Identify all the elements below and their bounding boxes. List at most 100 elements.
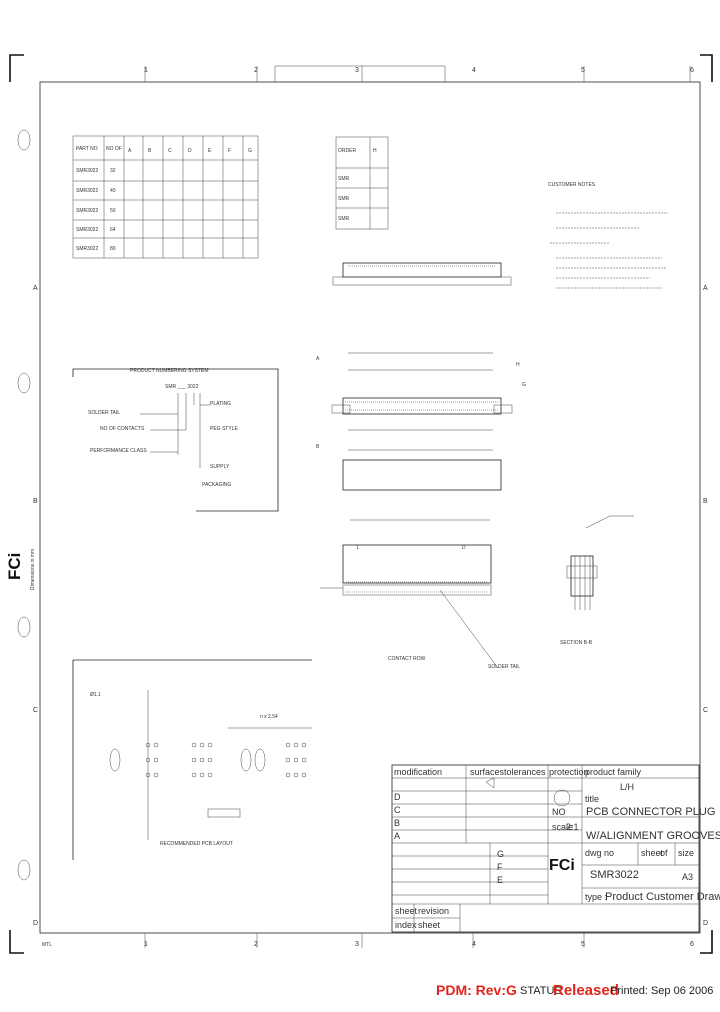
status-label: STATUS <box>520 985 562 997</box>
pin-table: ORDER H SMR SMR SMR <box>335 136 389 230</box>
tb-dwg-no-header: dwg no <box>585 848 614 858</box>
svg-text:64: 64 <box>110 227 116 233</box>
svg-text:SOLDER TAIL: SOLDER TAIL <box>88 410 120 416</box>
tb-title-line1: PCB CONNECTOR PLUG <box>586 806 715 818</box>
svg-text:SMR3022: SMR3022 <box>76 168 98 174</box>
zone-left-c: C <box>33 707 38 714</box>
svg-text:RECOMMENDED PCB LAYOUT: RECOMMENDED PCB LAYOUT <box>160 841 233 847</box>
svg-text:CUSTOMER NOTES: CUSTOMER NOTES <box>548 182 596 188</box>
svg-text:G: G <box>522 382 526 388</box>
frame-corner-marks <box>9 54 713 954</box>
svg-text:Dimensions in mm: Dimensions in mm <box>30 549 36 590</box>
svg-text:50: 50 <box>110 208 116 214</box>
zone-top-2: 2 <box>254 67 258 74</box>
svg-text:CONTACT ROW: CONTACT ROW <box>388 656 426 662</box>
svg-text:SMR: SMR <box>338 176 350 182</box>
pcb-layout: Ø1.1 n x 2.54 RECOMMENDED PCB LAYOUT <box>72 659 312 860</box>
svg-text:1: 1 <box>356 545 359 551</box>
zone-bottom-3: 3 <box>355 941 359 948</box>
zone-right-c: C <box>703 707 708 714</box>
tb-tolerances: tolerances <box>504 767 546 777</box>
title-block: modification surfaces tolerances protect… <box>391 764 720 933</box>
punch-hole-markers <box>17 129 31 881</box>
svg-text:E: E <box>208 148 212 154</box>
zone-ticks-bottom <box>144 933 585 948</box>
svg-text:D: D <box>394 792 401 802</box>
svg-text:SUPPLY: SUPPLY <box>210 464 230 470</box>
svg-text:G: G <box>248 148 252 154</box>
svg-text:SMR: SMR <box>338 216 350 222</box>
svg-text:SMR3022: SMR3022 <box>76 188 98 194</box>
numbering-system: PRODUCT NUMBERING SYSTEM SMR ___ 3022 SO… <box>72 368 279 512</box>
tb-index-label: index <box>395 920 417 930</box>
top-strip <box>274 65 446 83</box>
svg-text:SMR: SMR <box>338 196 350 202</box>
connector-front-view: 1 D CONTACT ROW SOLDER TAIL <box>320 519 520 670</box>
svg-text:A: A <box>128 148 132 154</box>
zone-left-d: D <box>33 920 38 927</box>
svg-text:C: C <box>394 805 401 815</box>
tb-no-label: NO <box>552 807 566 817</box>
status-value: Released <box>553 982 619 999</box>
zone-bottom-4: 4 <box>472 941 476 948</box>
svg-text:n x 2.54: n x 2.54 <box>260 714 278 720</box>
zone-right-a: A <box>703 285 708 292</box>
tb-dwg-no-value: SMR3022 <box>590 869 639 881</box>
svg-text:H: H <box>373 148 377 154</box>
zone-right-b: B <box>703 498 708 505</box>
zone-bottom-5: 5 <box>581 941 585 948</box>
svg-text:PRODUCT NUMBERING SYSTEM: PRODUCT NUMBERING SYSTEM <box>130 368 209 374</box>
zone-bottom-1: 1 <box>144 941 148 948</box>
zone-top-1: 1 <box>144 67 148 74</box>
svg-text:SMR3022: SMR3022 <box>76 208 98 214</box>
svg-text:SMR3022: SMR3022 <box>76 246 98 252</box>
connector-side-view: A B H G <box>316 352 526 491</box>
corner-left-label: MTL <box>42 942 52 948</box>
svg-text:B: B <box>148 148 152 154</box>
tb-product-family: product family <box>585 767 642 777</box>
section-view: SECTION B-B <box>560 515 634 646</box>
customer-notes: CUSTOMER NOTES <box>548 182 668 289</box>
svg-text:D: D <box>188 148 192 154</box>
tb-sheet-header: sheet <box>641 848 664 858</box>
tb-type-label: type : <box>585 892 607 902</box>
svg-text:PLATING: PLATING <box>210 401 231 407</box>
zone-bottom-6: 6 <box>690 941 694 948</box>
zone-top-6: 6 <box>690 67 694 74</box>
connector-top-view <box>332 262 512 286</box>
svg-text:PACKAGING: PACKAGING <box>202 482 231 488</box>
tb-sheet-label: sheet <box>395 906 418 916</box>
svg-text:SECTION B-B: SECTION B-B <box>560 640 593 646</box>
printed-date: Printed: Sep 06 2006 <box>610 985 714 997</box>
svg-text:D: D <box>462 545 466 551</box>
svg-text:ORDER: ORDER <box>338 148 356 154</box>
tb-size-header: size <box>678 848 694 858</box>
svg-text:C: C <box>168 148 172 154</box>
svg-text:H: H <box>516 362 520 368</box>
zone-ticks-top <box>144 66 691 82</box>
tb-scale-label: scale <box>552 822 573 832</box>
svg-text:F: F <box>497 862 503 872</box>
svg-text:PART NO: PART NO <box>76 146 98 152</box>
svg-text:SOLDER TAIL: SOLDER TAIL <box>488 664 520 670</box>
svg-text:A: A <box>316 356 320 362</box>
zone-top-3: 3 <box>355 67 359 74</box>
side-logo: FCi Dimensions in mm <box>5 549 36 590</box>
zone-top-4: 4 <box>472 67 476 74</box>
tb-size-value: A3 <box>682 872 693 882</box>
svg-text:F: F <box>228 148 231 154</box>
tb-modification: modification <box>394 767 442 777</box>
svg-text:40: 40 <box>110 188 116 194</box>
tb-of-header: of <box>660 848 668 858</box>
svg-text:SMR ___ 3022: SMR ___ 3022 <box>165 384 199 390</box>
svg-text:NO OF CONTACTS: NO OF CONTACTS <box>100 426 145 432</box>
tb-revision-label: revision <box>418 906 449 916</box>
pdm-revision: PDM: Rev:G <box>436 982 517 998</box>
tb-logo: FCi <box>549 857 575 874</box>
zone-right-d: D <box>703 920 708 927</box>
tb-title-header: title <box>585 794 599 804</box>
zone-top-5: 5 <box>581 67 585 74</box>
svg-text:PERFORMANCE CLASS: PERFORMANCE CLASS <box>90 448 147 454</box>
svg-text:FCi: FCi <box>5 553 24 580</box>
